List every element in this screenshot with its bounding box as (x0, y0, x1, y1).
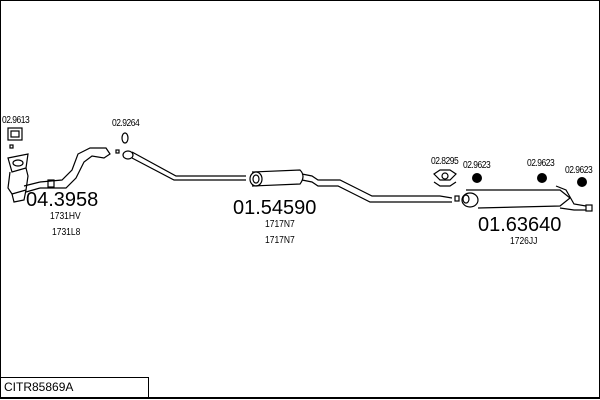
diagram-title: CITR85869A (4, 380, 74, 394)
catalytic-converter-drawing (7, 147, 111, 203)
accessory-label: 02.9623 (527, 158, 555, 169)
ring-drawing (115, 132, 134, 160)
accessory-label: 02.9264 (112, 118, 140, 129)
intermediate-pipe (131, 151, 246, 181)
rubber-mount-3 (577, 177, 587, 187)
middle-muffler-drawing (249, 169, 304, 187)
part-ref: 1717N7 (265, 219, 295, 230)
accessory-label: 02.9623 (463, 160, 491, 171)
rear-muffler-drawing (461, 185, 593, 212)
part-number: 04.3958 (26, 189, 99, 211)
rubber-mount-2 (537, 173, 547, 183)
rear-pipe (301, 173, 453, 203)
accessory-label: 02.8295 (431, 156, 459, 167)
part-number: 01.63640 (478, 214, 562, 236)
part-number: 01.54590 (233, 197, 317, 219)
rubber-mount-1 (472, 173, 482, 183)
part-ref: 1731L8 (52, 227, 81, 238)
part-ref: 1717N7 (265, 235, 295, 246)
accessory-label: 02.9613 (2, 115, 30, 126)
title-box (0, 377, 149, 397)
part-ref: 1731HV (50, 211, 81, 222)
hanger-drawing (433, 169, 457, 187)
gasket-drawing (7, 127, 23, 149)
part-ref: 1726JJ (510, 236, 538, 247)
accessory-label: 02.9623 (565, 165, 593, 176)
